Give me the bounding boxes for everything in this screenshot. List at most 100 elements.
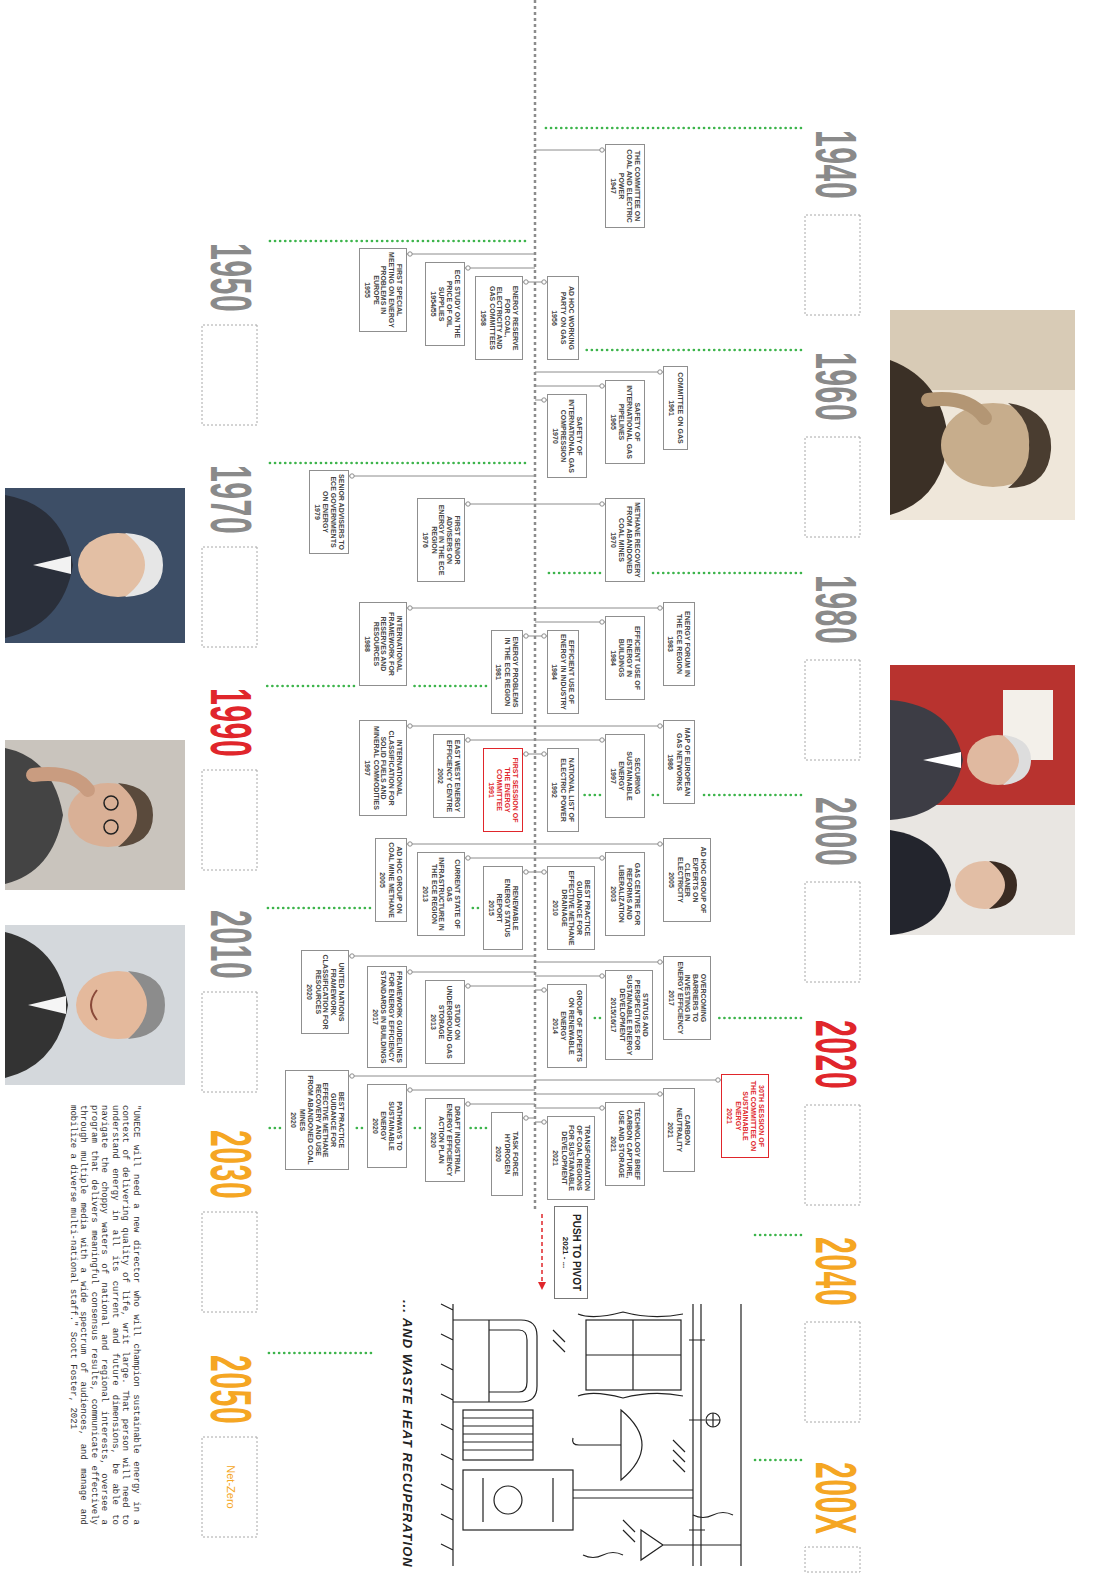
- timeline-stem: [535, 1080, 721, 1081]
- event-title: SECURING SUSTAINABLE ENERGY: [618, 738, 641, 814]
- decade-green-line: [584, 349, 801, 352]
- event-title: EFFICIENT USE OF ENERGY IN BUILDINGS: [618, 620, 641, 696]
- event-box: NATIONAL LIST OF ELECTRIC POWER1992: [547, 748, 579, 832]
- event-year: 1983: [667, 606, 675, 682]
- timeline-stem: [535, 858, 605, 859]
- event-year: 2021: [667, 1092, 675, 1168]
- event-title: GROUP OF EXPERTS ON RENEWABLE ENERGY: [560, 988, 583, 1064]
- decade-green-line: [545, 127, 801, 130]
- stem-dot: [466, 984, 470, 988]
- director-photo: [33, 556, 71, 574]
- director-photo: [104, 820, 118, 834]
- director-photo: [5, 932, 68, 1078]
- event-box: GAS CENTRE FOR REFORMS AND LIBERALIZATIO…: [605, 852, 645, 936]
- decade-green-line: [267, 1352, 371, 1355]
- waste-heat-illustration: [463, 1470, 573, 1530]
- director-photo: [5, 488, 185, 643]
- event-box: ENERGY FORUM IN THE ECE REGION1983: [663, 602, 695, 686]
- event-year: 2015: [487, 870, 495, 946]
- timeline-stem: [349, 476, 535, 477]
- event-box: ECE STUDY ON THE PRICE OF OIL SUPPLIES19…: [425, 262, 465, 346]
- event-title: COMMITTEE ON GAS: [676, 370, 684, 446]
- decade-description-box: [805, 660, 860, 760]
- event-year: 1970: [609, 502, 617, 578]
- event-box: BEST PRACTICE GUIDANCE FOR EFFECTIVE MET…: [285, 1070, 349, 1170]
- event-title: MAP OF EUROPEAN GAS NETWORKS: [675, 724, 691, 800]
- event-title: STATUS AND PERSPECTIVES FOR SUSTAINABLE …: [618, 974, 649, 1056]
- event-box: SAFETY OF INTERNATIONAL GAS COMPRESSION1…: [547, 394, 587, 478]
- decade-description-box: [202, 547, 257, 647]
- event-year: 1979: [313, 474, 321, 550]
- decade-green-line: [267, 240, 525, 243]
- stem-dot: [600, 384, 604, 388]
- stem-dot: [466, 738, 470, 742]
- waste-heat-illustration: [463, 1410, 533, 1460]
- director-photo: [989, 861, 1017, 909]
- event-year: 1991: [487, 752, 495, 828]
- timeline-stem: [465, 504, 535, 505]
- event-year: 2020: [289, 1074, 297, 1166]
- event-box: OVERCOMING BARRIERS TO INVESTING IN ENER…: [663, 956, 711, 1040]
- event-box: SECURING SUSTAINABLE ENERGY1997: [605, 734, 645, 818]
- director-photo: [5, 925, 185, 1085]
- timeline-stem: [535, 150, 605, 151]
- decade-note: Net-Zero: [224, 1437, 237, 1537]
- event-year: 2003: [609, 856, 617, 932]
- decade-description-box: [202, 215, 860, 1572]
- event-title: INTERNATIONAL CLASSIFICATION FOR SOLID F…: [372, 724, 403, 812]
- decade-green-line: [267, 685, 354, 688]
- timeline-stem: [535, 1094, 663, 1095]
- event-box: AD HOC GROUP ON COAL MINE METHANE2005: [375, 838, 407, 922]
- event-box: EAST WEST ENERGY EFFICIENCY CENTRE2002: [433, 734, 465, 818]
- event-year: 2017: [667, 960, 675, 1036]
- event-title: AD HOC WORKING PARTY ON GAS: [559, 280, 575, 356]
- event-box: INTERNATIONAL FRAMEWORK FOR RESERVES AND…: [359, 602, 407, 686]
- stem-dot: [524, 280, 528, 284]
- event-year: 1961: [667, 370, 675, 446]
- event-box: TECHNOLOGY BRIEF CARBON CAPTURE, USE AND…: [605, 1102, 645, 1186]
- event-year: 2013: [421, 856, 429, 932]
- stem-dot: [466, 266, 470, 270]
- event-year: 1965: [609, 384, 617, 460]
- stem-dot: [542, 988, 546, 992]
- decade-label: 200X: [807, 1462, 865, 1535]
- decade-label: 1970: [202, 465, 260, 534]
- event-year: 2021: [609, 1106, 617, 1182]
- event-box: UNITED NATIONS FRAMEWORK CLASSIFICATION …: [301, 950, 349, 1034]
- event-year: 1986: [667, 724, 675, 800]
- event-title: FIRST SENIOR ADVISERS ON ENERGY IN THE E…: [430, 502, 461, 578]
- event-year: 2021 - ...: [560, 1214, 569, 1291]
- stem-dot: [408, 252, 412, 256]
- stem-dot: [600, 738, 604, 742]
- stem-dot: [658, 960, 662, 964]
- event-box: EFFICIENT USE OF ENERGY IN INDUSTRY1984: [547, 630, 579, 714]
- decade-description-box: [202, 770, 257, 870]
- stem-dot: [408, 1088, 412, 1092]
- decade-description-box: [202, 992, 257, 1092]
- stem-dot: [600, 148, 604, 152]
- stem-dot: [408, 724, 412, 728]
- decade-green-line: [584, 794, 600, 797]
- timeline-stem: [535, 844, 663, 845]
- decade-green-line: [412, 1127, 420, 1130]
- decade-description-box: [805, 215, 860, 315]
- stem-dot: [466, 502, 470, 506]
- event-box: TRANSFORMATION OF COAL REGIONS FOR SUSTA…: [547, 1116, 595, 1200]
- timeline-stem: [535, 726, 663, 727]
- event-box: TASK FORCE HYDROGEN2020: [491, 1112, 523, 1196]
- timeline-stem: [407, 608, 535, 609]
- event-box: RENEWABLE ENERGY STATUS REPORT2015: [483, 866, 523, 950]
- decade-green-line: [755, 1234, 801, 1237]
- stem-dot: [716, 1078, 720, 1082]
- event-box: THE COMMITTEE ON COAL AND ELECTRIC POWER…: [605, 144, 645, 228]
- event-title: EAST WEST ENERGY EFFICIENCY CENTRE: [445, 738, 461, 814]
- event-title: SAFETY OF INTERNATIONAL GAS COMPRESSION: [560, 398, 583, 474]
- stem-dot: [466, 1102, 470, 1106]
- event-year: 2005: [667, 842, 675, 918]
- decade-description-box: [202, 1437, 257, 1537]
- decade-green-line: [267, 907, 370, 910]
- director-photo: [1003, 735, 1031, 785]
- director-photo: [125, 533, 163, 597]
- event-year: 2020: [429, 1102, 437, 1178]
- stem-dot: [542, 1120, 546, 1124]
